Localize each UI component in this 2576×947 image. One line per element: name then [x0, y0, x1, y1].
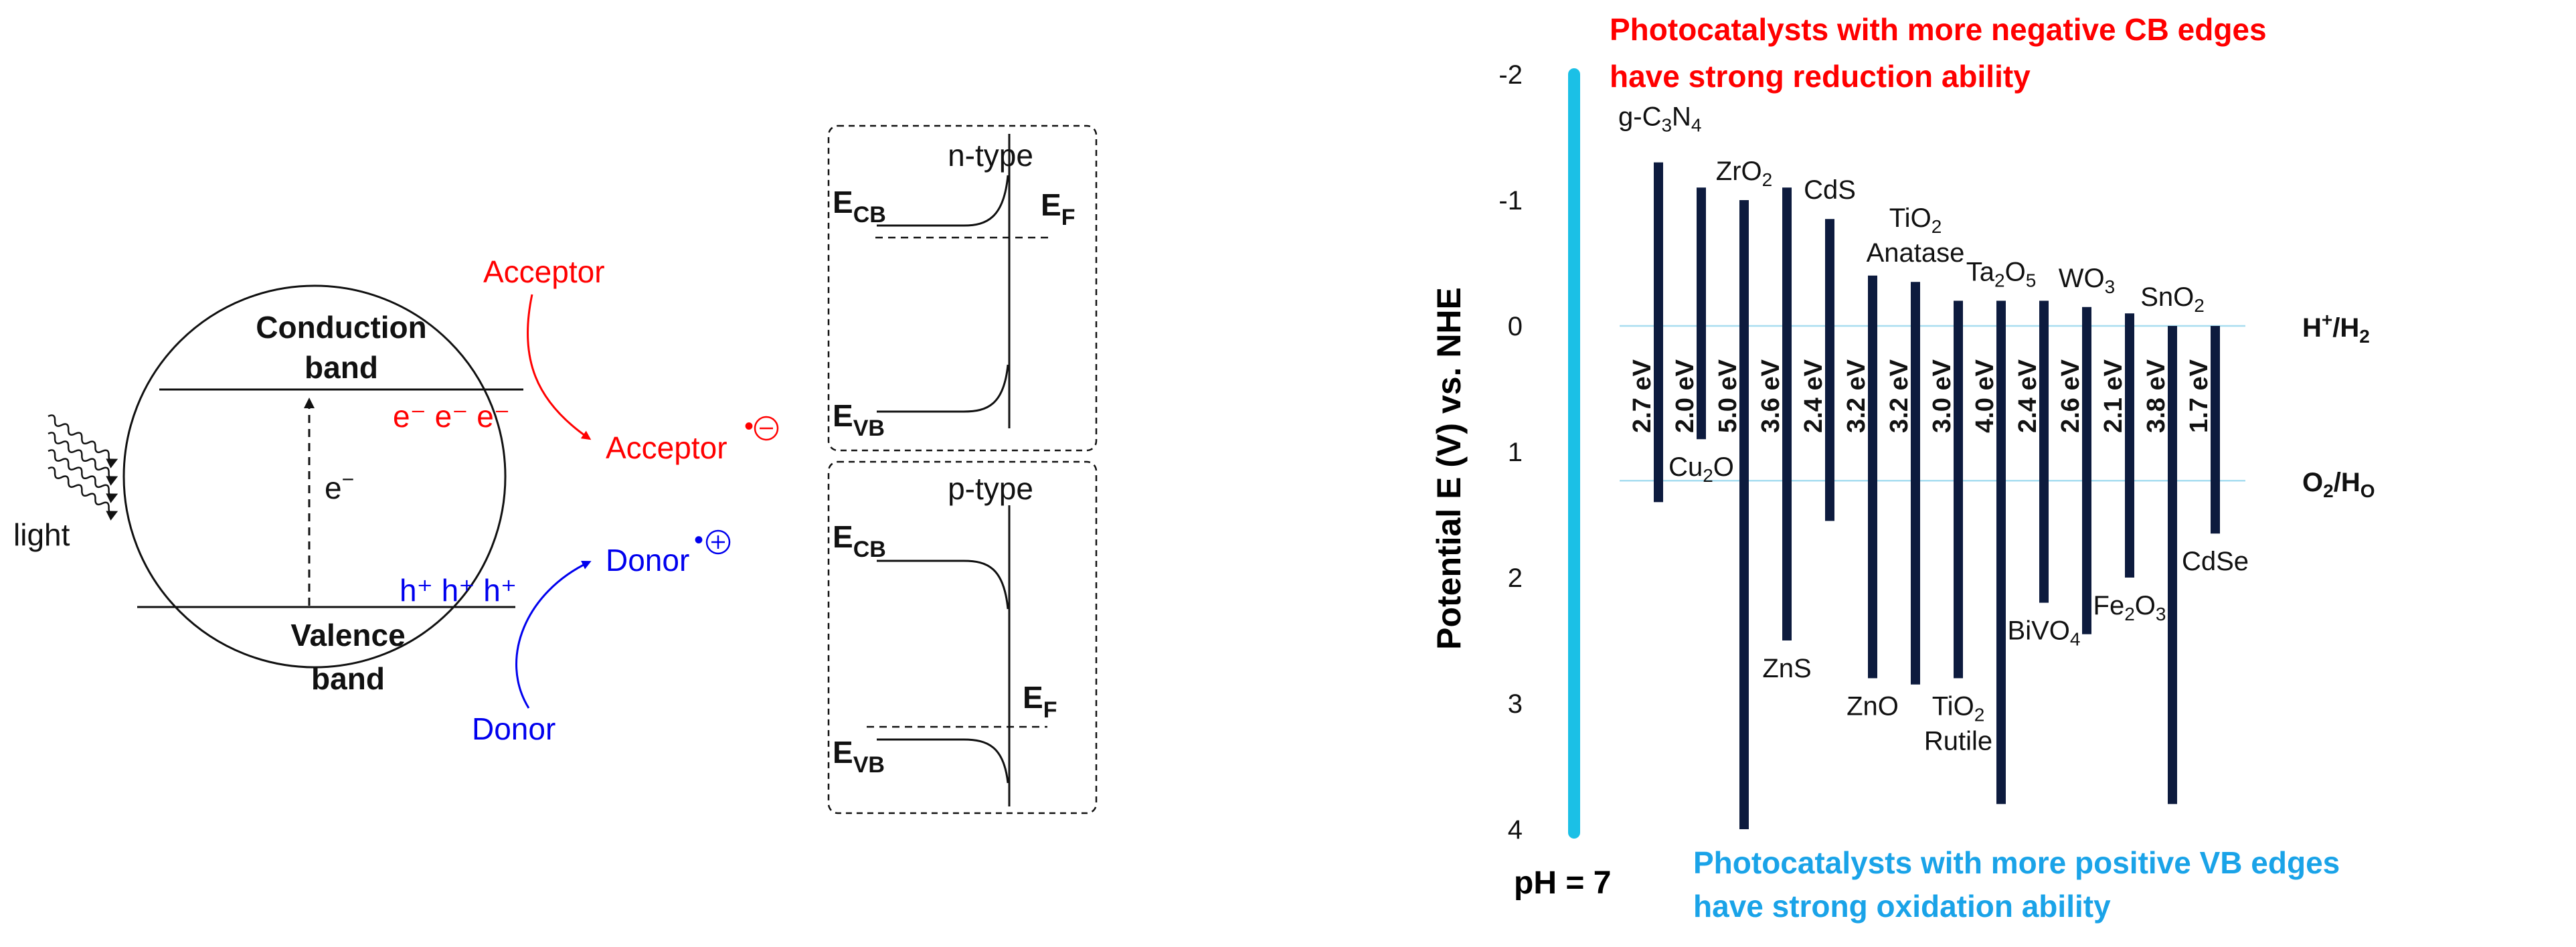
valence-band-label-2: band — [311, 661, 385, 696]
reference-line-label: O2/HO — [2302, 468, 2375, 501]
ph-label: pH = 7 — [1514, 865, 1611, 901]
n-type-label: n-type — [948, 138, 1033, 173]
band-gap-label: 1.7 eV — [2185, 359, 2213, 433]
band-gap-label: 2.6 eV — [2057, 359, 2085, 433]
material-label: Cu2O — [1668, 452, 1734, 486]
valence-band-label-1: Valence — [290, 618, 405, 653]
material-label: Fe2O3 — [2093, 591, 2166, 624]
p-ef-label: EF — [1023, 680, 1057, 723]
material-label: CdSe — [2182, 547, 2249, 576]
svg-text:•: • — [744, 412, 754, 441]
material-label: WO3 — [2059, 264, 2115, 297]
chart-footer-line-2: have strong oxidation ability — [1693, 889, 2111, 924]
band-gap-label: 3.6 eV — [1757, 359, 1785, 433]
conduction-band-label-2: band — [305, 350, 378, 385]
material-label: ZnO — [1847, 691, 1899, 721]
reference-line-label: H+/H2 — [2302, 309, 2370, 347]
band-gap-label: 2.7 eV — [1628, 359, 1656, 433]
donor-arrow — [515, 560, 592, 709]
donor-product: Donor • — [606, 525, 731, 578]
svg-text:Donor: Donor — [606, 543, 689, 578]
chart-footer-line-1: Photocatalysts with more positive VB edg… — [1693, 845, 2340, 880]
band-position-chart: Photocatalysts with more negative CB edg… — [1430, 12, 2375, 924]
material-label: SnO2 — [2140, 282, 2205, 316]
band-gap-label: 4.0 eV — [1971, 359, 1999, 433]
band-gap-label: 3.0 eV — [1928, 359, 1956, 433]
material-label: g-C3N4 — [1618, 102, 1702, 136]
band-gap-label: 3.2 eV — [1885, 359, 1913, 433]
svg-text:Acceptor: Acceptor — [606, 430, 727, 465]
material-label: TiO2 — [1889, 203, 1942, 237]
material-label-line-2: Rutile — [1924, 726, 1992, 756]
material-label: TiO2 — [1932, 691, 1985, 725]
material-label: ZrO2 — [1716, 157, 1772, 190]
acceptor-product: Acceptor • — [606, 412, 779, 465]
conduction-band-label-1: Conduction — [256, 310, 427, 345]
donor-label: Donor — [472, 711, 555, 746]
n-type-panel: n-type ECB EF EVB — [827, 124, 1098, 452]
material-label: CdS — [1804, 175, 1856, 205]
n-evb-label: EVB — [833, 398, 885, 441]
y-tick-label: -1 — [1498, 186, 1523, 216]
y-tick-label: -2 — [1498, 60, 1523, 90]
light-label: light — [13, 517, 70, 552]
material-label: ZnS — [1762, 654, 1811, 683]
band-gap-label: 2.4 eV — [2014, 359, 2042, 433]
p-ecb-label: ECB — [833, 519, 886, 562]
material-label: Ta2O5 — [1966, 257, 2037, 290]
electrons-label: e⁻ e⁻ e⁻ — [393, 399, 510, 434]
y-axis-label: Potential E (V) vs. NHE — [1430, 287, 1468, 650]
y-tick-label: 0 — [1508, 312, 1523, 341]
p-evb-label: EVB — [833, 735, 885, 778]
band-gap-label: 2.0 eV — [1671, 359, 1699, 433]
electron-label: e− — [325, 467, 354, 505]
n-ef-label: EF — [1041, 187, 1075, 230]
band-gap-label: 3.8 eV — [2142, 359, 2170, 433]
band-gap-label: 3.2 eV — [1842, 359, 1871, 433]
n-ecb-label: ECB — [833, 185, 886, 228]
acceptor-label: Acceptor — [483, 254, 605, 289]
svg-text:•: • — [694, 525, 703, 555]
material-label-line-2: Anatase — [1867, 238, 1965, 268]
p-type-panel: p-type ECB EF EVB — [827, 460, 1098, 814]
y-tick-label: 2 — [1508, 564, 1523, 593]
band-gap-label: 2.4 eV — [1800, 359, 1828, 433]
acceptor-arrow — [526, 294, 592, 440]
band-diagram: light Conduction band Valence band e− e⁻… — [13, 254, 779, 746]
chart-title-line-1: Photocatalysts with more negative CB edg… — [1610, 12, 2267, 47]
light-waves-icon — [48, 414, 118, 521]
material-label: BiVO4 — [2008, 616, 2081, 650]
semiconductor-particle — [122, 284, 507, 669]
p-type-label: p-type — [948, 471, 1033, 506]
y-tick-label: 4 — [1508, 815, 1523, 845]
band-gap-label: 2.1 eV — [2099, 359, 2128, 433]
band-gap-label: 5.0 eV — [1714, 359, 1742, 433]
holes-label: h⁺ h⁺ h⁺ — [400, 573, 517, 608]
chart-title-line-2: have strong reduction ability — [1610, 59, 2031, 94]
y-tick-label: 1 — [1508, 438, 1523, 467]
y-tick-label: 3 — [1508, 689, 1523, 719]
